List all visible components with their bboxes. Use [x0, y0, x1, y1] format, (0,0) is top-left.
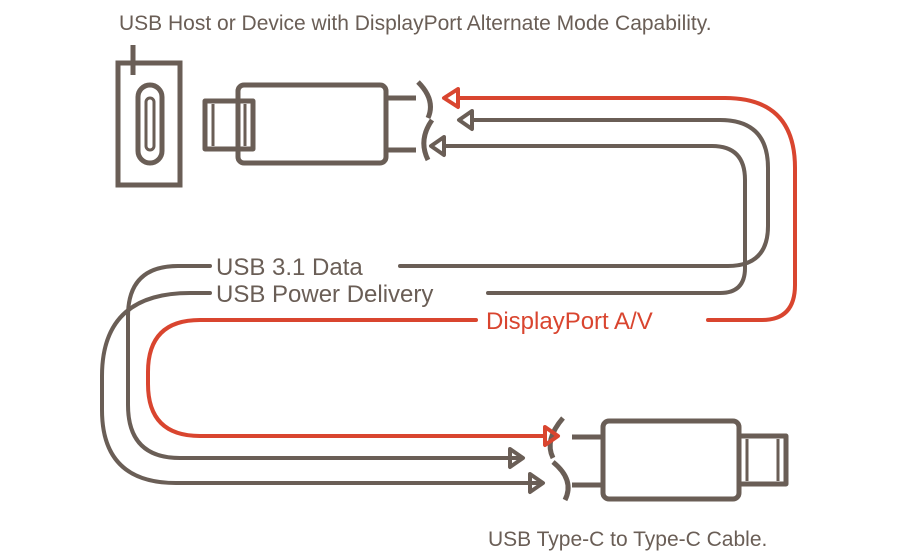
signal-line-data-left [126, 264, 522, 460]
arrow-dp-left [442, 87, 460, 109]
label-usb-data: USB 3.1 Data [216, 254, 363, 281]
signal-line-dp-left [146, 318, 547, 438]
signal-line-dp-right [458, 96, 797, 322]
bottom-caption: USB Type-C to Type-C Cable. [488, 528, 767, 551]
label-usb-power: USB Power Delivery [216, 281, 433, 308]
signal-line-power-left [100, 291, 542, 485]
right-plug-housing [600, 418, 742, 502]
label-displayport: DisplayPort A/V [486, 308, 653, 335]
host-device [115, 45, 183, 188]
left-plug-strain-relief [386, 95, 416, 153]
right-plug-tip [736, 433, 789, 487]
usb-c-plug-icon-left [202, 80, 435, 166]
signal-line-data-right [398, 118, 770, 268]
arrow-data-right [508, 447, 525, 469]
left-plug-tip [202, 98, 256, 152]
host-device-body [115, 60, 183, 188]
usb-c-plug-icon-right [547, 416, 789, 502]
left-plug-housing [235, 82, 389, 166]
arrow-power-right [528, 472, 545, 494]
left-cable-break [416, 80, 435, 162]
port-tongue [144, 96, 156, 152]
top-caption: USB Host or Device with DisplayPort Alte… [119, 12, 712, 35]
signal-line-power-right [442, 144, 747, 295]
arrow-data-left [457, 109, 474, 131]
arrow-dp-right [543, 425, 560, 447]
right-plug-strain-relief [572, 434, 603, 488]
usb-c-port-icon [135, 82, 165, 166]
arrow-power-left [429, 135, 446, 157]
